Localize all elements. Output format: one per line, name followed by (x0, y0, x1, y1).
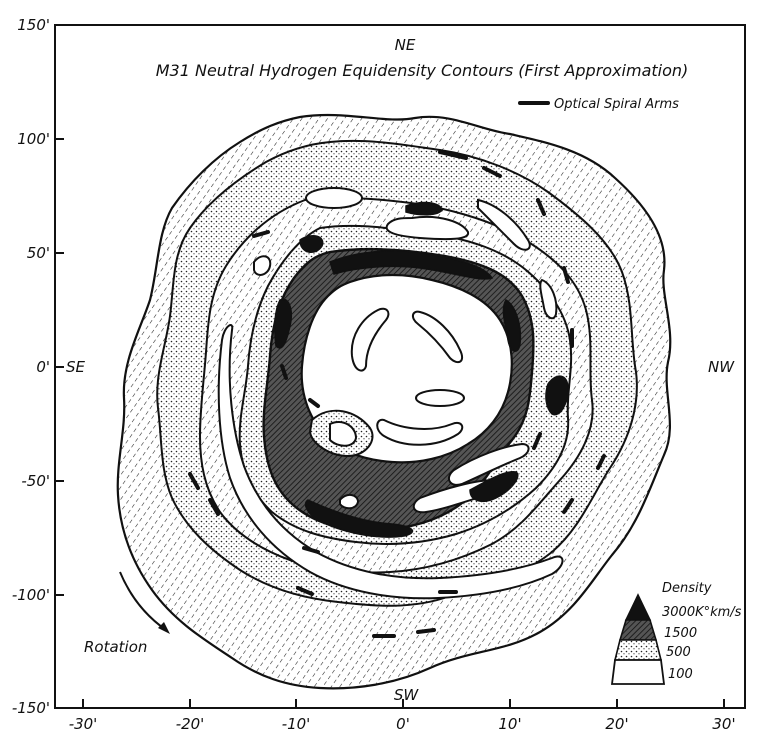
density-key-peak (624, 593, 652, 621)
y-tick-label: 150' (17, 16, 50, 34)
rotation-arrow (119, 571, 170, 634)
density-key-level: 100 (668, 667, 693, 682)
density-key-100 (610, 659, 666, 685)
density-key-1500 (618, 619, 658, 641)
optical-arms-legend: Optical Spiral Arms (518, 97, 679, 112)
direction-sw: SW (394, 686, 420, 704)
x-tick-label: -10' (282, 715, 311, 733)
y-axis (55, 24, 64, 709)
peak-density-regions (274, 201, 569, 538)
optical-spiral-arms (188, 150, 606, 638)
y-tick-label: -100' (12, 586, 50, 604)
y-tick-label: -150' (12, 699, 50, 717)
map-title: M31 Neutral Hydrogen Equidensity Contour… (156, 61, 689, 80)
density-key-title: Density (662, 581, 712, 596)
density-key-500 (613, 639, 663, 661)
x-tick-label: 30' (712, 715, 735, 733)
rotation-label: Rotation (84, 638, 147, 656)
y-tick-label: 50' (27, 244, 50, 262)
density-key: Density 3000K°km/s 1500 500 100 (610, 581, 742, 685)
x-tick-label: 0' (396, 715, 410, 733)
y-tick-label: 100' (17, 130, 50, 148)
direction-nw: NW (708, 358, 735, 376)
x-tick-label: -30' (69, 715, 98, 733)
direction-se: SE (66, 358, 86, 376)
optical-arms-legend-label: Optical Spiral Arms (554, 97, 679, 112)
x-tick-label: 20' (605, 715, 628, 733)
direction-ne: NE (395, 36, 416, 54)
x-axis (82, 699, 725, 708)
inner-contours (253, 187, 558, 514)
y-tick-label: -50' (21, 472, 50, 490)
x-tick-label: 10' (498, 715, 521, 733)
outer-white-arc (217, 324, 564, 600)
density-key-level: 3000K°km/s (662, 605, 742, 620)
density-key-level: 500 (666, 645, 691, 660)
x-tick-label: -20' (176, 715, 205, 733)
density-key-level: 1500 (664, 626, 697, 641)
y-tick-label: 0' (36, 358, 50, 376)
